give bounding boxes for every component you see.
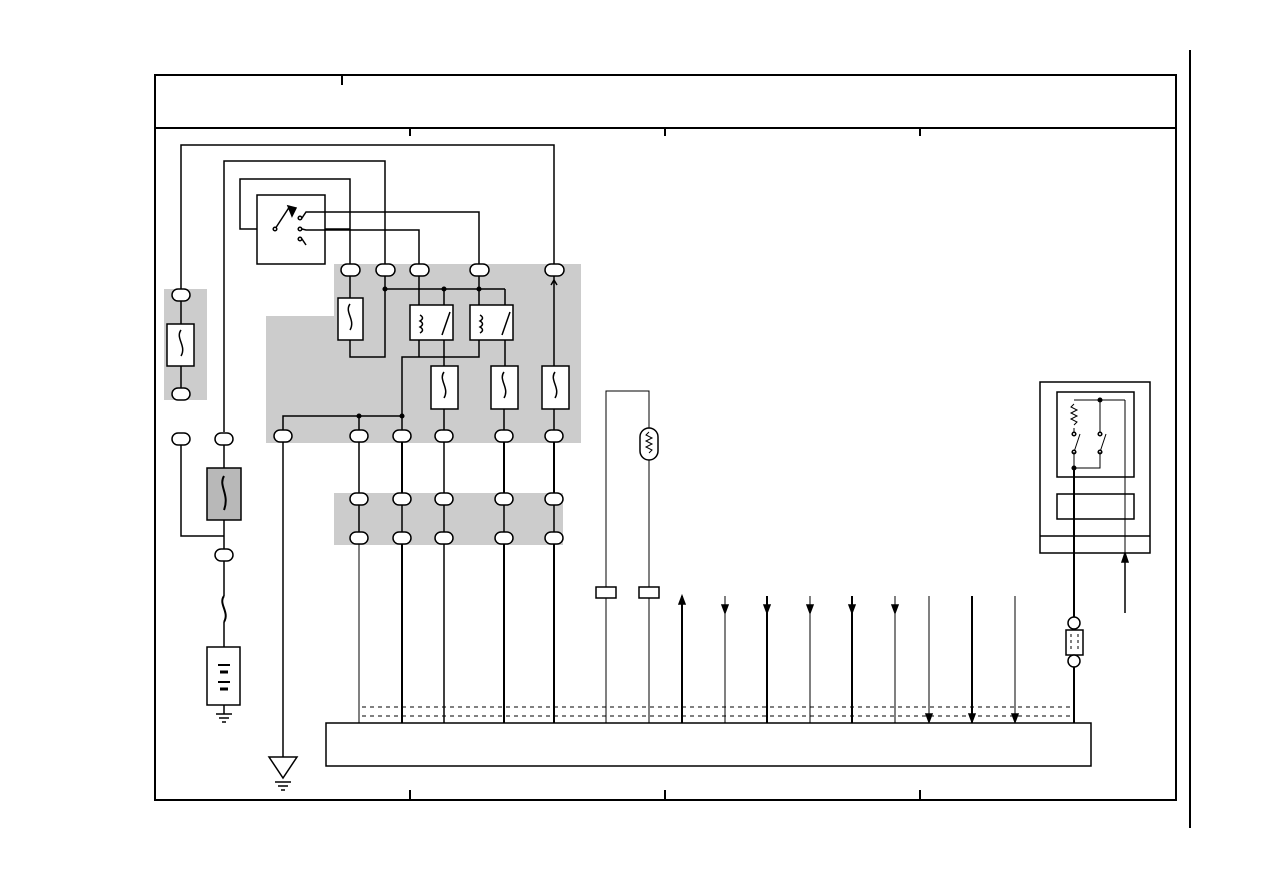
connector-row-pins	[349, 442, 564, 723]
main-fuse	[166, 288, 242, 647]
ground-icon	[267, 442, 299, 791]
top-wires	[180, 144, 555, 432]
instrument-cluster	[1039, 381, 1151, 723]
ecm-connector-dashes	[362, 706, 1070, 717]
engine-control-module	[325, 722, 1092, 767]
temperature-sensor	[595, 390, 660, 723]
signal-lines	[677, 593, 1020, 725]
fuse-block-internals	[282, 276, 570, 430]
thermistor-icon	[639, 427, 659, 461]
ignition-switch	[239, 178, 480, 265]
battery-icon	[206, 646, 241, 723]
page-frame	[154, 50, 1191, 828]
relay-icon	[409, 304, 454, 341]
